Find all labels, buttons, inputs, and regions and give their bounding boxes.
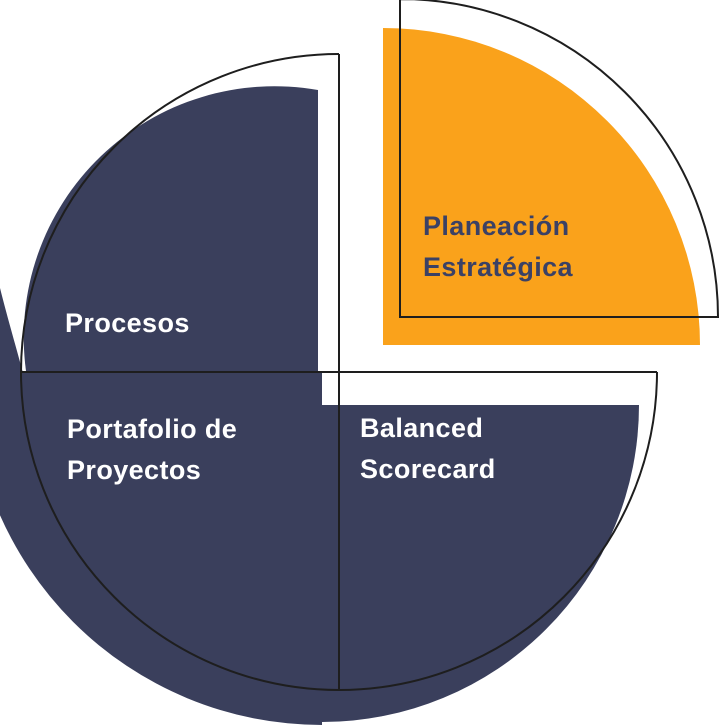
outline-exploded-quarter: [399, 0, 719, 318]
segment-procesos: [23, 86, 319, 371]
segment-planeacion-estrategica: [383, 28, 700, 345]
label-line: Estratégica: [423, 252, 573, 282]
label-procesos: Procesos: [65, 303, 190, 344]
label-planeacion-estrategica: Planeación Estratégica: [423, 206, 573, 288]
label-line: Planeación: [423, 211, 570, 241]
label-balanced-scorecard: Balanced Scorecard: [360, 408, 496, 490]
label-line: Balanced: [360, 413, 484, 443]
label-line: Proyectos: [67, 455, 202, 485]
outline-circle-arc: [20, 53, 658, 691]
label-portafolio-de-proyectos: Portafolio de Proyectos: [67, 409, 237, 491]
segment-balanced-scorecard: [322, 405, 639, 722]
label-line: Scorecard: [360, 454, 496, 484]
label-line: Portafolio de: [67, 414, 238, 444]
segment-portafolio-left-sliver: [0, 288, 23, 373]
segment-portafolio-de-proyectos: [0, 373, 322, 725]
label-line: Procesos: [65, 308, 190, 338]
